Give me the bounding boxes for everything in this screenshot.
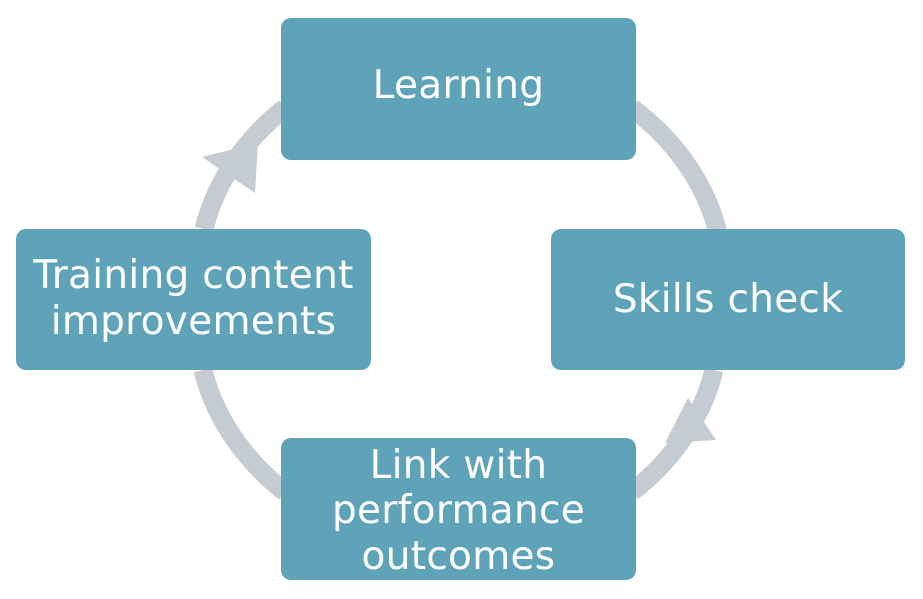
cycle-step-training-content-improvements: Training content improvements — [16, 229, 371, 370]
cycle-step-training-content-improvements-label: Training content improvements — [33, 253, 354, 344]
ring-segment-bottom-left — [193, 367, 291, 500]
cycle-step-link-with-performance-outcomes: Link with performance outcomes — [281, 438, 636, 580]
cycle-step-learning: Learning — [281, 18, 636, 160]
cycle-step-link-with-performance-outcomes-label: Link with performance outcomes — [331, 443, 586, 579]
ring-segment-top-right — [626, 100, 728, 236]
cycle-step-skills-check: Skills check — [551, 229, 905, 370]
cycle-arrowhead-lower-right — [665, 398, 716, 443]
cycle-arrowhead-upper-left — [202, 143, 258, 193]
cycle-step-learning-label: Learning — [372, 63, 545, 109]
cycle-step-skills-check-label: Skills check — [612, 276, 844, 322]
